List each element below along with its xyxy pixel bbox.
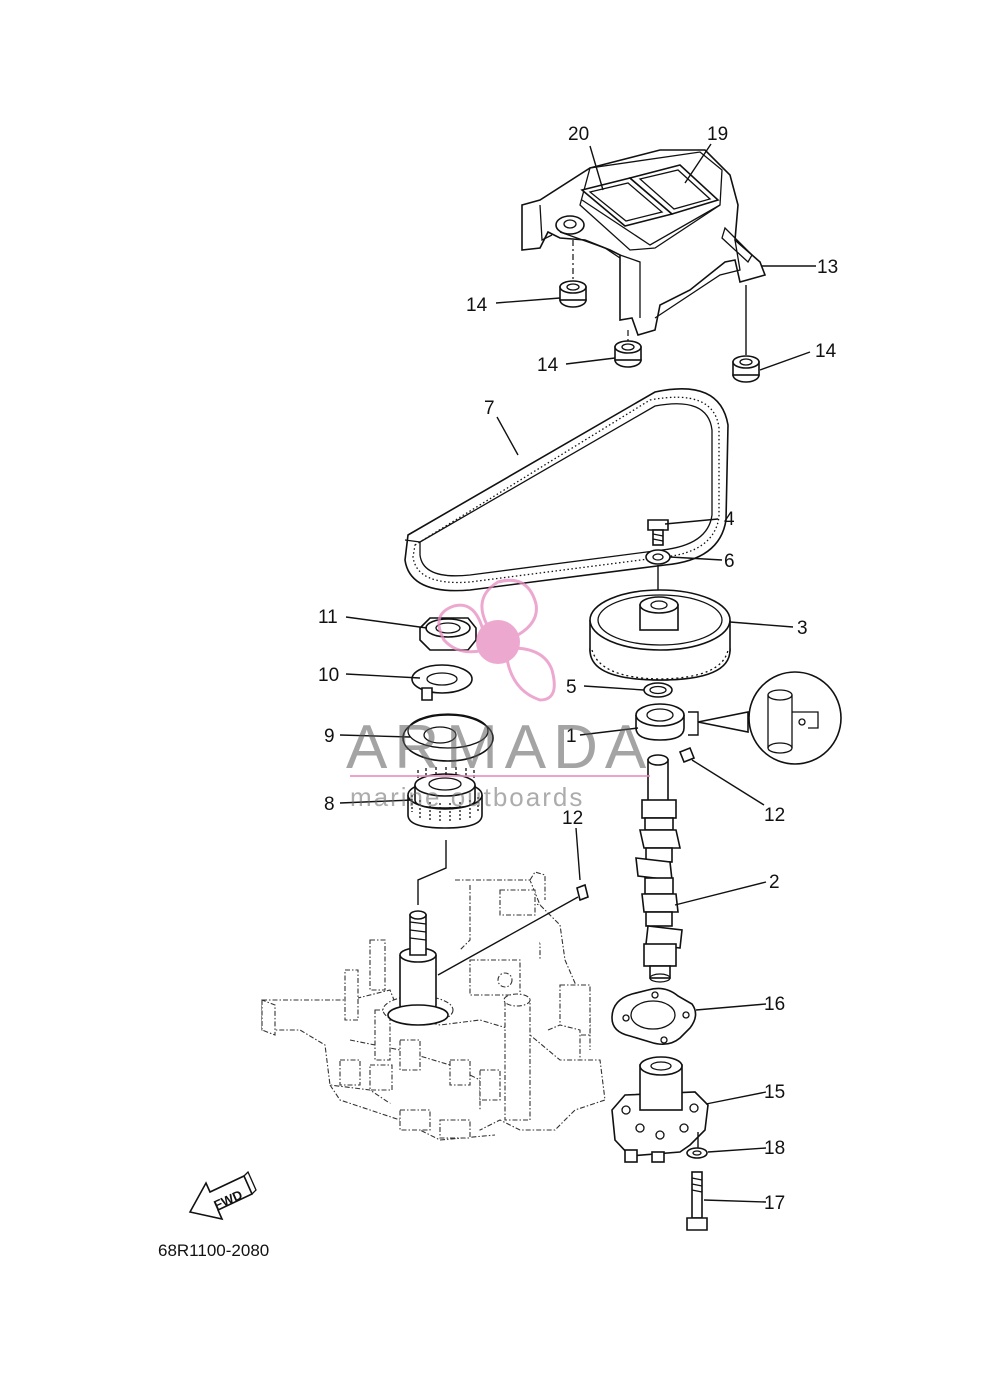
- callout-12: 12: [764, 805, 785, 826]
- cam-pulley-part-3: [589, 589, 731, 681]
- gasket-part-16: [611, 987, 697, 1046]
- grommet-part-14-right: [732, 285, 760, 383]
- callout-16: 16: [764, 994, 785, 1015]
- callout-12: 12: [562, 808, 583, 829]
- key-part-12-left: [437, 883, 589, 976]
- watermark-tagline: marine outboards: [350, 782, 584, 812]
- callout-14: 14: [466, 295, 488, 316]
- callout-11: 11: [318, 607, 338, 628]
- grommet-part-14-left: [559, 240, 587, 308]
- camshaft-part-2: [635, 754, 683, 983]
- callout-8: 8: [324, 794, 335, 815]
- grommet-part-14-center: [614, 330, 642, 368]
- timing-belt-part-7: [404, 388, 729, 592]
- key-part-12-right: [678, 746, 696, 764]
- propeller-logo-icon: [437, 578, 556, 702]
- callout-19: 19: [707, 124, 728, 145]
- callout-15: 15: [764, 1082, 785, 1103]
- callout-3: 3: [797, 618, 808, 639]
- callout-10: 10: [318, 665, 339, 686]
- callout-17: 17: [764, 1193, 785, 1214]
- watermark-underline: [350, 775, 650, 777]
- oil-pump-part-15: [611, 1056, 709, 1163]
- nut-part-11: [419, 617, 477, 651]
- bolt-part-17: [686, 1171, 708, 1231]
- watermark-brand: ARMADA: [346, 713, 653, 782]
- callout-7: 7: [484, 398, 495, 419]
- callout-14: 14: [815, 341, 837, 362]
- callout-6: 6: [724, 551, 735, 572]
- callout-9: 9: [324, 726, 335, 747]
- callout-4: 4: [724, 509, 735, 530]
- lock-washer-part-10: [411, 664, 473, 701]
- diagram-code: 68R1100-2080: [158, 1241, 269, 1260]
- fwd-arrow-icon: FWD: [188, 1170, 257, 1221]
- callout-labels: 20 19 13 14 14 14 7 4 6 11 3 10 5 9 1 8 …: [318, 124, 838, 1214]
- watermark: ARMADA marine outboards: [346, 578, 653, 812]
- label-plates-parts-19-20: [580, 164, 720, 227]
- callout-2: 2: [769, 872, 780, 893]
- callout-1: 1: [566, 726, 577, 747]
- detail-inset: [697, 671, 842, 765]
- oring-part-5: [643, 682, 673, 698]
- engine-block-phantom: [261, 871, 606, 1141]
- callout-18: 18: [764, 1138, 785, 1159]
- leader-lines: [339, 143, 816, 1203]
- callout-5: 5: [566, 677, 577, 698]
- callout-14: 14: [537, 355, 559, 376]
- oil-seal-part-1: [635, 703, 699, 741]
- bolt-part-4: [647, 519, 669, 546]
- pulley-alignment-line: [417, 840, 447, 905]
- crank-pulley-part-8: [407, 767, 483, 829]
- callout-20: 20: [568, 124, 589, 145]
- washer-part-18: [686, 1147, 708, 1159]
- callout-13: 13: [817, 257, 838, 278]
- plate-part-9: [402, 713, 494, 762]
